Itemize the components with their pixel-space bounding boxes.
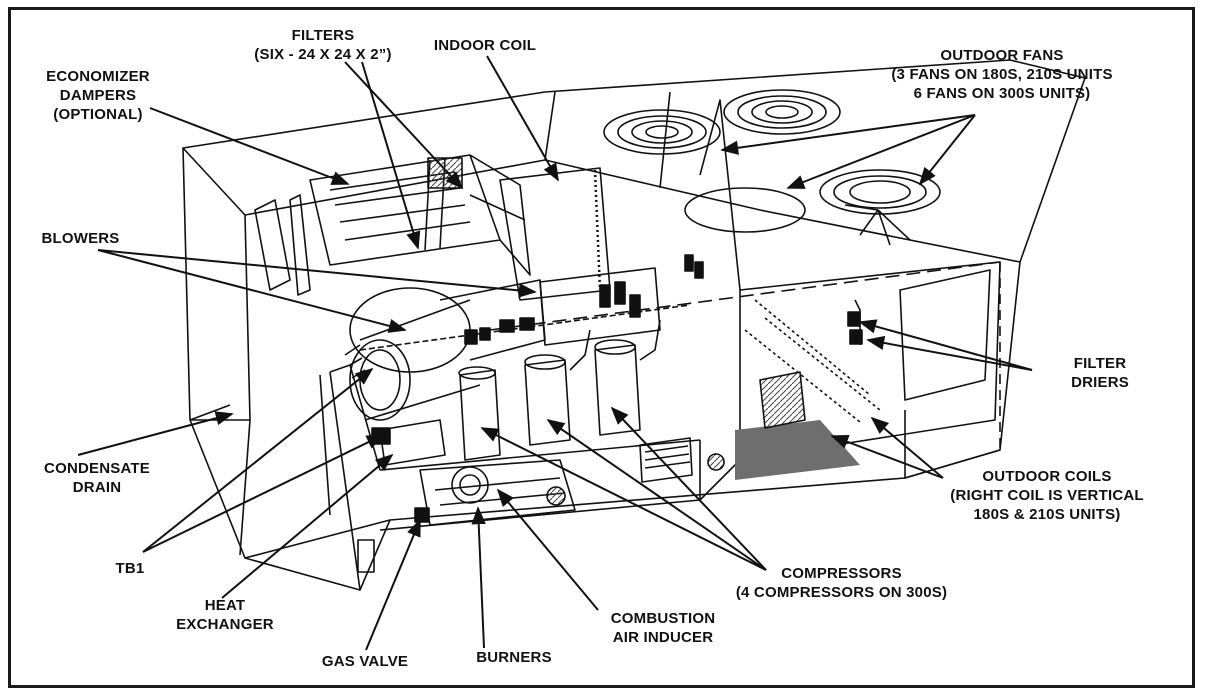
- label-economizer-dampers: ECONOMIZER DAMPERS (OPTIONAL): [28, 67, 168, 124]
- label-heat-exchanger-line2: EXCHANGER: [176, 616, 274, 633]
- leader-compressors-2: [546, 418, 767, 571]
- label-filter-driers-line1: FILTER: [1073, 355, 1127, 372]
- leader-burners: [471, 506, 486, 649]
- label-outdoor-coils-line3: 180S & 210S UNITS): [973, 506, 1121, 523]
- label-economizer-line1: ECONOMIZER: [46, 68, 150, 85]
- leader-blowers-2: [97, 249, 537, 298]
- label-burners-line1: BURNERS: [476, 649, 552, 666]
- label-combustion-line1: COMBUSTION: [610, 610, 716, 627]
- label-combustion-air-inducer: COMBUSTION AIR INDUCER: [588, 609, 738, 647]
- label-economizer-line2: DAMPERS: [59, 87, 137, 104]
- label-tb1: TB1: [100, 559, 160, 578]
- label-blowers-line1: BLOWERS: [41, 230, 120, 247]
- label-economizer-line3: (OPTIONAL): [53, 106, 143, 123]
- label-heat-exchanger: HEAT EXCHANGER: [160, 596, 290, 634]
- label-compressors: COMPRESSORS (4 COMPRESSORS ON 300S): [704, 564, 979, 602]
- leader-driers-1: [858, 319, 1033, 371]
- leader-filters-1: [344, 61, 464, 190]
- leader-compressors-1: [480, 427, 767, 571]
- label-outdoor-coils: OUTDOOR COILS (RIGHT COIL IS VERTICAL 18…: [922, 467, 1172, 524]
- leader-outdoor-coils-1: [830, 434, 944, 479]
- label-combustion-line2: AIR INDUCER: [612, 629, 714, 646]
- dashed-edge: [489, 261, 1001, 331]
- outdoor-coils: [739, 261, 1001, 461]
- leader-indoor-coil: [486, 55, 559, 182]
- label-outdoor-fans-line1: OUTDOOR FANS: [940, 47, 1064, 64]
- outdoor-fans: [603, 89, 941, 246]
- control-panel: [359, 254, 704, 351]
- louvered-grille: [639, 437, 725, 483]
- label-filters-line1: FILTERS: [291, 27, 355, 44]
- left-panel-details: [189, 374, 375, 573]
- label-outdoor-fans-line3: 6 FANS ON 300S UNITS): [913, 85, 1091, 102]
- leader-outdoor-coils-2: [870, 416, 944, 479]
- label-tb1-line1: TB1: [115, 560, 145, 577]
- label-condensate-line2: DRAIN: [72, 479, 122, 496]
- label-gas-valve-line1: GAS VALVE: [321, 653, 409, 670]
- leader-condensate: [77, 411, 234, 456]
- label-indoor-coil-line1: INDOOR COIL: [433, 37, 537, 54]
- label-outdoor-fans: OUTDOOR FANS (3 FANS ON 180S, 210S UNITS…: [862, 46, 1142, 103]
- compressors: [458, 319, 661, 461]
- leader-tb1-2: [142, 434, 385, 553]
- leader-fan-1: [720, 114, 976, 155]
- leader-tb1-1: [142, 367, 374, 553]
- leader-blowers-1: [97, 249, 407, 333]
- label-gas-valve: GAS VALVE: [305, 652, 425, 671]
- label-filters-line2: (SIX - 24 X 24 X 2”): [254, 46, 392, 63]
- leader-fan-3: [918, 114, 976, 186]
- label-outdoor-fans-line2: (3 FANS ON 180S, 210S UNITS: [891, 66, 1113, 83]
- label-indoor-coil: INDOOR COIL: [420, 36, 550, 55]
- label-filters: FILTERS (SIX - 24 X 24 X 2”): [238, 26, 408, 64]
- shaded-base: [735, 371, 860, 480]
- leader-gas-valve: [365, 518, 421, 651]
- label-condensate-drain: CONDENSATE DRAIN: [22, 459, 172, 497]
- label-compressors-line1: COMPRESSORS: [781, 565, 902, 582]
- label-burners: BURNERS: [462, 648, 566, 667]
- leader-filters-2: [361, 61, 421, 250]
- label-blowers: BLOWERS: [28, 229, 133, 248]
- label-filter-driers-line2: DRIERS: [1071, 374, 1129, 391]
- leader-combustion: [496, 488, 599, 611]
- label-outdoor-coils-line2: (RIGHT COIL IS VERTICAL: [950, 487, 1144, 504]
- leader-fan-2: [786, 114, 976, 189]
- leader-heat-exchanger: [221, 453, 394, 599]
- label-outdoor-coils-line1: OUTDOOR COILS: [982, 468, 1112, 485]
- label-condensate-line1: CONDENSATE: [44, 460, 150, 477]
- leader-economizer: [149, 107, 350, 185]
- label-compressors-line2: (4 COMPRESSORS ON 300S): [735, 584, 948, 601]
- label-heat-exchanger-line1: HEAT: [204, 597, 246, 614]
- label-filter-driers: FILTER DRIERS: [1050, 354, 1150, 392]
- leader-driers-2: [866, 335, 1033, 371]
- leader-compressors-3: [610, 406, 767, 571]
